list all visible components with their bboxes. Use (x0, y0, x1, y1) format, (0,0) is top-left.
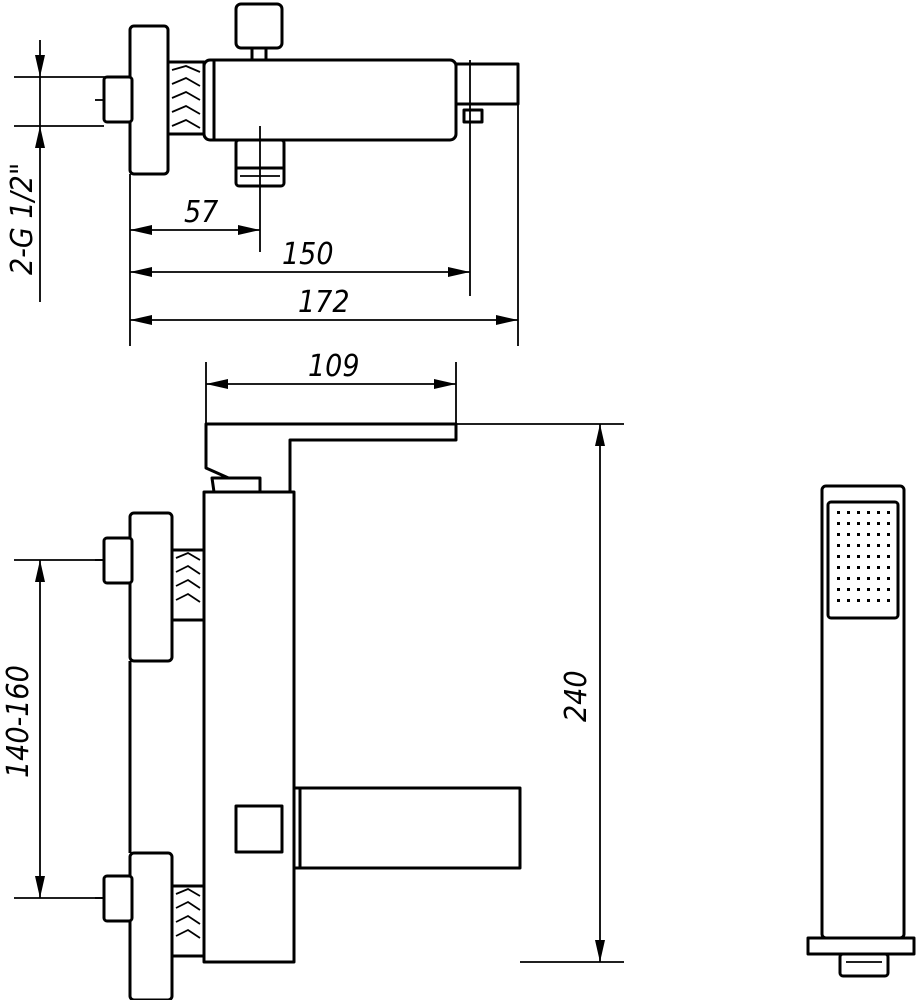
nozzle-dot (857, 599, 860, 602)
nozzle-dot (887, 566, 890, 569)
nozzle-dot (857, 577, 860, 580)
nozzle-dot (887, 577, 890, 580)
dim-240-label: 240 (559, 670, 594, 722)
front-upper-nut (102, 536, 134, 585)
front-spout (292, 786, 522, 870)
nozzle-dot (877, 577, 880, 580)
dim-109: 109 (205, 349, 457, 424)
nozzle-dot (837, 555, 840, 558)
nozzle-dot (847, 555, 850, 558)
dim-140-160: 140-160 (1, 559, 104, 899)
nozzle-dot (847, 533, 850, 536)
nozzle-dot (887, 588, 890, 591)
nozzle-dot (847, 599, 850, 602)
dim-150-label: 150 (282, 237, 334, 272)
nozzle-dot (867, 599, 870, 602)
top-inlet-nut (102, 75, 134, 124)
dim-172: 172 (130, 285, 518, 325)
nozzle-dot (857, 588, 860, 591)
nozzle-dot (867, 588, 870, 591)
top-lever (454, 62, 520, 106)
nozzle-dot (837, 544, 840, 547)
nozzle-dot (847, 588, 850, 591)
nozzle-dot (877, 533, 880, 536)
nozzle-dot (837, 511, 840, 514)
nozzle-dot (887, 544, 890, 547)
nozzle-dot (847, 566, 850, 569)
nozzle-dot (867, 522, 870, 525)
hand-shower (806, 484, 916, 978)
front-upper-flange (128, 511, 174, 663)
nozzle-dot (847, 544, 850, 547)
dim-57: 57 (130, 195, 260, 235)
nozzle-dot (867, 533, 870, 536)
top-wall-flange (128, 24, 170, 176)
hand-shower-head (826, 500, 900, 620)
top-view: 2-G 1/2" 57 150 172 (5, 2, 520, 346)
nozzle-dot (837, 533, 840, 536)
nozzle-dot (837, 566, 840, 569)
nozzle-dot (877, 522, 880, 525)
nozzle-dot (867, 577, 870, 580)
nozzle-dot (877, 555, 880, 558)
nozzle-dot (857, 566, 860, 569)
nozzle-dot (837, 599, 840, 602)
nozzle-dot (867, 511, 870, 514)
nozzle-dot (847, 577, 850, 580)
nozzle-dot (877, 566, 880, 569)
nozzle-dot (837, 588, 840, 591)
nozzle-dot (857, 555, 860, 558)
nozzle-dot (887, 522, 890, 525)
dim-thread: 2-G 1/2" (5, 40, 130, 302)
nozzle-dot (887, 555, 890, 558)
nozzle-dot (867, 566, 870, 569)
nozzle-dot (857, 511, 860, 514)
front-lever (204, 422, 458, 494)
nozzle-dot (877, 599, 880, 602)
dim-240: 240 (456, 423, 624, 963)
nozzle-dot (847, 522, 850, 525)
nozzle-dot (837, 577, 840, 580)
hand-shower-holder (806, 936, 916, 956)
dim-109-label: 109 (308, 349, 360, 384)
dim-57-label: 57 (184, 195, 218, 230)
dim-172-label: 172 (298, 285, 350, 320)
nozzle-dot (837, 522, 840, 525)
nozzle-dot (877, 511, 880, 514)
nozzle-dot (847, 511, 850, 514)
nozzle-dot (857, 533, 860, 536)
nozzle-dot (887, 599, 890, 602)
nozzle-dot (857, 522, 860, 525)
nozzle-dot (867, 544, 870, 547)
dim-150: 150 (130, 237, 470, 277)
top-mixer-body (202, 58, 458, 142)
hand-shower-nozzles (837, 511, 890, 602)
front-lower-flange (128, 851, 174, 1000)
front-mixer-body (202, 490, 296, 964)
dim-140-160-label: 140-160 (1, 665, 36, 778)
dim-thread-label: 2-G 1/2" (5, 163, 40, 275)
top-diverter-knob (234, 2, 284, 50)
nozzle-dot (867, 555, 870, 558)
nozzle-dot (877, 544, 880, 547)
nozzle-dot (887, 533, 890, 536)
nozzle-dot (887, 511, 890, 514)
nozzle-dot (877, 588, 880, 591)
hand-shower-connector (838, 952, 890, 978)
front-lower-nut (102, 874, 134, 923)
front-diverter (234, 804, 284, 854)
front-view: 109 240 140-160 (1, 349, 624, 1000)
nozzle-dot (857, 544, 860, 547)
